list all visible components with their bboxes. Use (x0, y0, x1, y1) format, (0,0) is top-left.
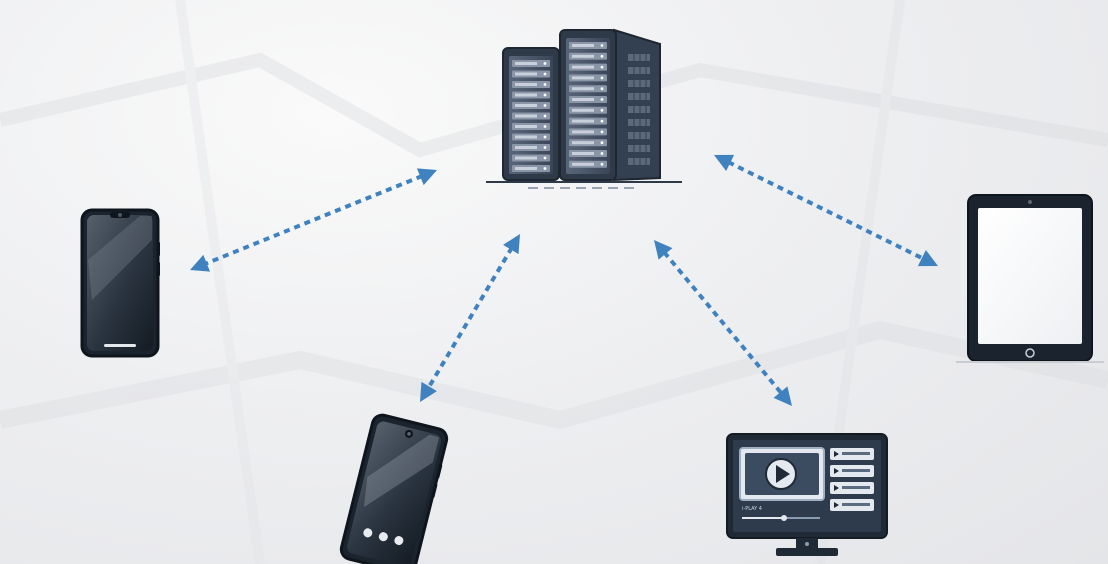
monitor-screen-label: i-PLAY 4 (742, 506, 762, 512)
bidirectional-arrow-phone-bottom (420, 234, 520, 402)
smartphone-icon (82, 210, 160, 356)
tablet-icon (956, 195, 1104, 362)
server-icon (486, 30, 682, 188)
bidirectional-arrow-tablet (714, 155, 938, 266)
arrowhead (654, 240, 672, 260)
server-rack-right (560, 30, 660, 180)
arrowhead (918, 250, 938, 266)
video-monitor-icon: i-PLAY 4 (727, 434, 887, 556)
server-rack-left (503, 48, 559, 180)
smartphone-tilted-icon (339, 413, 450, 564)
bidirectional-arrow-phone-left (190, 168, 437, 271)
